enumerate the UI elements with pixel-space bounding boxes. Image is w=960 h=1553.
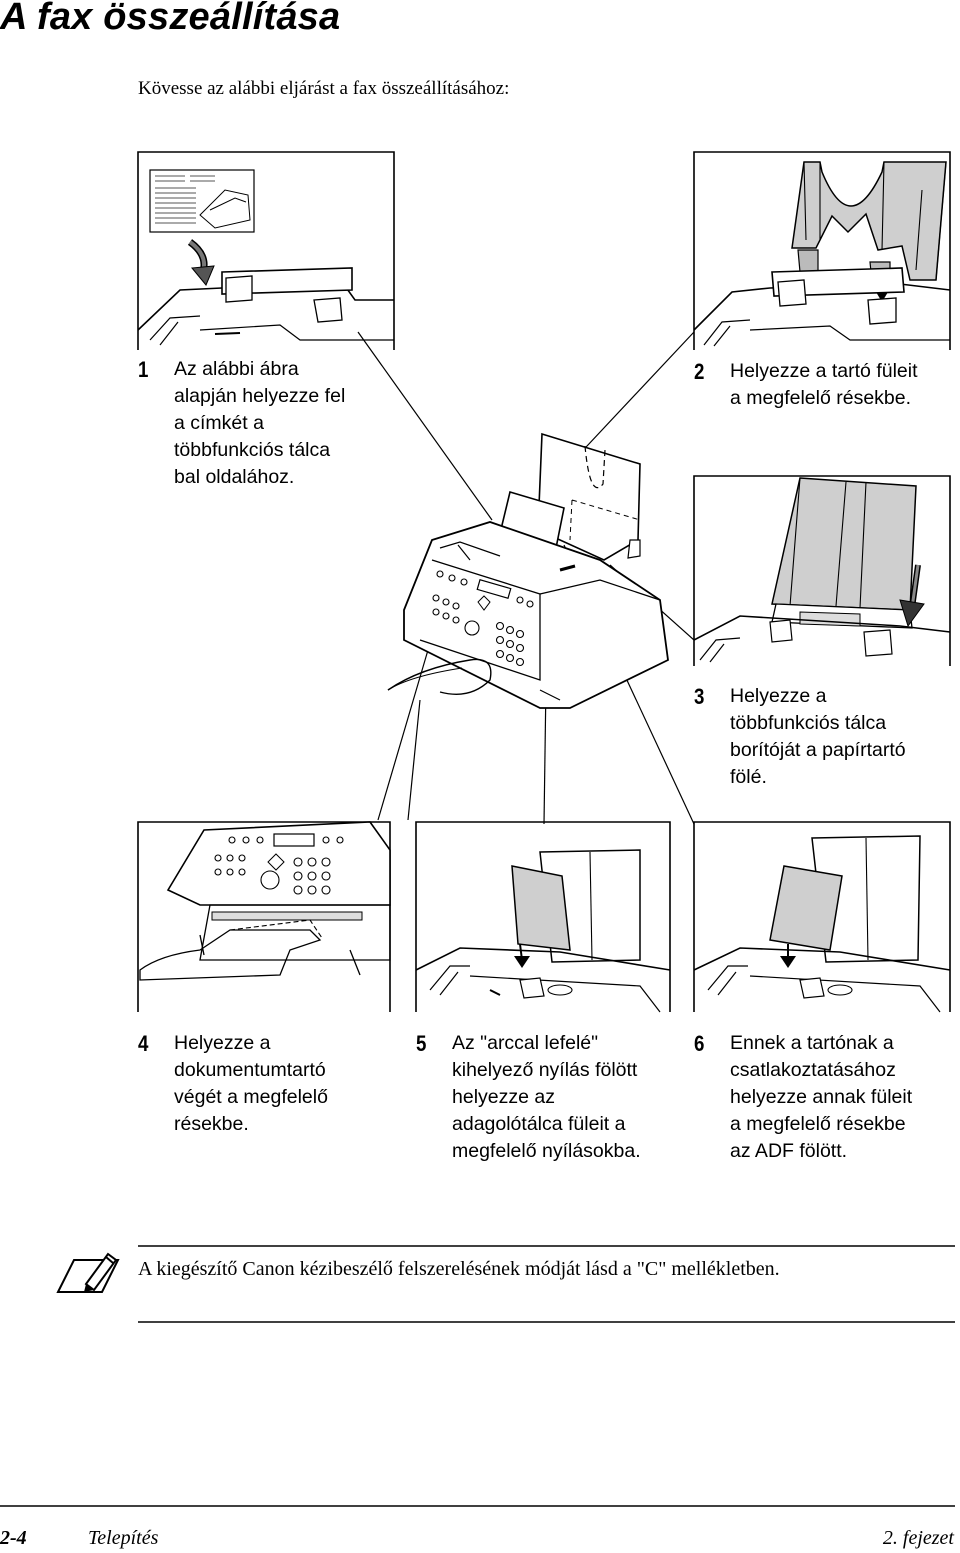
step-text: Az alábbi ábra alapján helyezze fel a cí… [174,358,346,488]
step-text: Ennek a tartónak a csatlakoztatásához he… [730,1032,913,1162]
step-4: 4 Helyezze a dokumentumtartó végét a meg… [138,1030,398,1145]
step-number: 3 [694,684,705,709]
step-1: 1 Az alábbi ábra alapján helyezze fel a … [138,356,388,496]
step-6: 6 Ennek a tartónak a csatlakoztatásához … [694,1030,956,1170]
step-text: Helyezze a dokumentumtartó végét a megfe… [174,1032,328,1135]
step3-illustration [693,475,951,666]
step-number: 5 [416,1031,427,1056]
footer-page-number: 2-4 [0,1527,27,1549]
step5-illustration [415,821,671,1013]
step2-illustration [693,151,951,350]
step-number: 2 [694,359,705,384]
step4-illustration [137,821,391,1012]
step-3: 3 Helyezze a többfunkciós tálca borítójá… [694,683,956,798]
pencil-note-icon [56,1252,120,1293]
step-text: Helyezze a többfunkciós tálca borítóját … [730,685,906,788]
step6-illustration [693,821,951,1013]
footer-section: Telepítés [88,1527,159,1549]
footer-chapter: 2. fejezet [882,1527,954,1549]
step-2: 2 Helyezze a tartó füleit a megfelelő ré… [694,358,956,418]
step-number: 6 [694,1031,705,1056]
step-5: 5 Az "arccal lefelé" kihelyező nyílás fö… [416,1030,686,1170]
step1-illustration [137,151,395,350]
step-number: 1 [138,357,149,382]
note-text: A kiegészítő Canon kézibeszélő felszerel… [138,1258,780,1280]
intro-text: Kövesse az alábbi eljárást a fax összeál… [138,78,510,99]
page-title: A fax összeállítása [0,0,341,38]
step-text: Az "arccal lefelé" kihelyező nyílás fölö… [452,1032,641,1162]
fax-machine-drawing [357,331,695,825]
step-number: 4 [138,1031,149,1056]
step-text: Helyezze a tartó füleit a megfelelő rése… [730,360,918,409]
